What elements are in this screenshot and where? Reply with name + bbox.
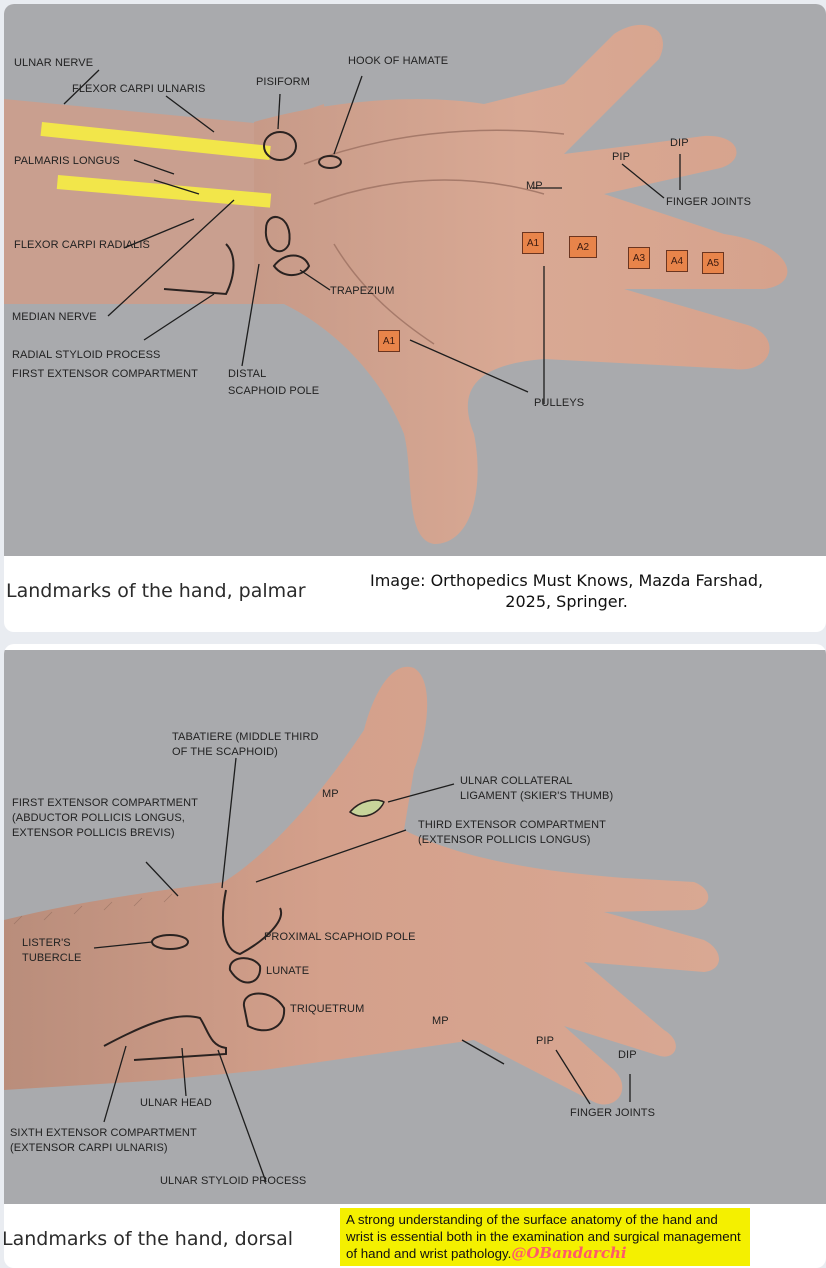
label-pisiform: PISIFORM: [256, 76, 310, 88]
ulnar-head-outline: [103, 1015, 227, 1061]
palmar-hand-illustration: [4, 24, 788, 545]
median-nerve-marker: [56, 175, 272, 208]
label-ulnar-head: ULNAR HEAD: [140, 1097, 212, 1109]
label-lunate: LUNATE: [266, 965, 310, 977]
label-median-nerve: MEDIAN NERVE: [12, 311, 97, 323]
thumb-pulley-a1-box: A1: [378, 330, 400, 352]
label-mp: MP: [526, 180, 543, 192]
pulley-a3-box: A3: [628, 247, 650, 269]
label-triquetrum: TRIQUETRUM: [290, 1003, 365, 1015]
pulley-a2-box: A2: [569, 236, 597, 258]
pisiform-outline: [263, 131, 297, 161]
label-dip: DIP: [670, 137, 689, 149]
label-pulleys: PULLEYS: [534, 397, 585, 409]
label-first-extensor-compartment: FIRST EXTENSOR COMPARTMENT (ABDUCTOR POL…: [12, 797, 198, 839]
palmar-photo: [4, 4, 826, 556]
label-proximal-scaphoid-pole: PROXIMAL SCAPHOID POLE: [264, 931, 416, 943]
lunate-outline: [228, 957, 262, 984]
label-tabatiere: TABATIERE (MIDDLE THIRD OF THE SCAPHOID): [172, 731, 319, 758]
label-hook-of-hamate: HOOK OF HAMATE: [348, 55, 449, 67]
palmar-caption: Landmarks of the hand, palmar: [6, 580, 306, 602]
label-finger-joints: FINGER JOINTS: [666, 196, 752, 208]
label-pip: PIP: [536, 1035, 555, 1047]
label-dip: DIP: [618, 1049, 637, 1061]
label-mp: MP: [432, 1015, 449, 1027]
pulley-a5-box: A5: [702, 252, 724, 274]
summary-note: A strong understanding of the surface an…: [340, 1208, 750, 1266]
ucl-marker: [348, 799, 385, 817]
image-credit: Image: Orthopedics Must Knows, Mazda Far…: [370, 571, 764, 611]
label-ulnar-nerve: ULNAR NERVE: [14, 57, 94, 69]
label-first-extensor-compartment: FIRST EXTENSOR COMPARTMENT: [12, 368, 198, 380]
label-distal: DISTAL: [228, 368, 267, 380]
label-radial-styloid-process: RADIAL STYLOID PROCESS: [12, 349, 161, 361]
label-flexor-carpi-radialis: FLEXOR CARPI RADIALIS: [14, 239, 150, 251]
summary-note-text: A strong understanding of the surface an…: [346, 1212, 741, 1261]
author-handle: @OBandarchi: [511, 1244, 627, 1262]
label-trapezium: TRAPEZIUM: [330, 285, 395, 297]
label-palmaris-longus: PALMARIS LONGUS: [14, 155, 120, 167]
palmar-panel: ULNAR NERVE FLEXOR CARPI ULNARIS PISIFOR…: [4, 4, 826, 632]
label-finger-joints: FINGER JOINTS: [570, 1107, 656, 1119]
dorsal-caption: Landmarks of the hand, dorsal: [4, 1228, 293, 1250]
label-flexor-carpi-ulnaris: FLEXOR CARPI ULNARIS: [72, 83, 206, 95]
label-sixth-extensor-compartment: SIXTH EXTENSOR COMPARTMENT (EXTENSOR CAR…: [10, 1127, 197, 1154]
label-ulnar-collateral-ligament: ULNAR COLLATERAL LIGAMENT (SKIER'S THUMB…: [460, 775, 614, 802]
dorsal-hand-illustration: [4, 666, 719, 1183]
dorsal-photo: [4, 650, 826, 1204]
triquetrum-outline: [242, 992, 286, 1032]
pulley-a1-box: A1: [522, 232, 544, 254]
label-scaphoid-pole: SCAPHOID POLE: [228, 385, 320, 397]
label-pip: PIP: [612, 151, 631, 163]
label-listers-tubercle: LISTER'S TUBERCLE: [22, 937, 82, 964]
trapezium-outline: [272, 254, 311, 276]
ulnar-nerve-marker: [40, 121, 271, 160]
label-mp-thumb: MP: [322, 788, 339, 800]
label-ulnar-styloid-process: ULNAR STYLOID PROCESS: [160, 1175, 307, 1187]
proximal-scaphoid-outline: [221, 889, 283, 956]
distal-scaphoid-outline: [264, 216, 291, 253]
radial-styloid-outline: [163, 243, 235, 296]
label-third-extensor-compartment: THIRD EXTENSOR COMPARTMENT (EXTENSOR POL…: [418, 819, 606, 846]
pulley-a4-box: A4: [666, 250, 688, 272]
dorsal-panel: TABATIERE (MIDDLE THIRD OF THE SCAPHOID)…: [4, 644, 826, 1268]
hook-of-hamate-outline: [318, 155, 342, 169]
